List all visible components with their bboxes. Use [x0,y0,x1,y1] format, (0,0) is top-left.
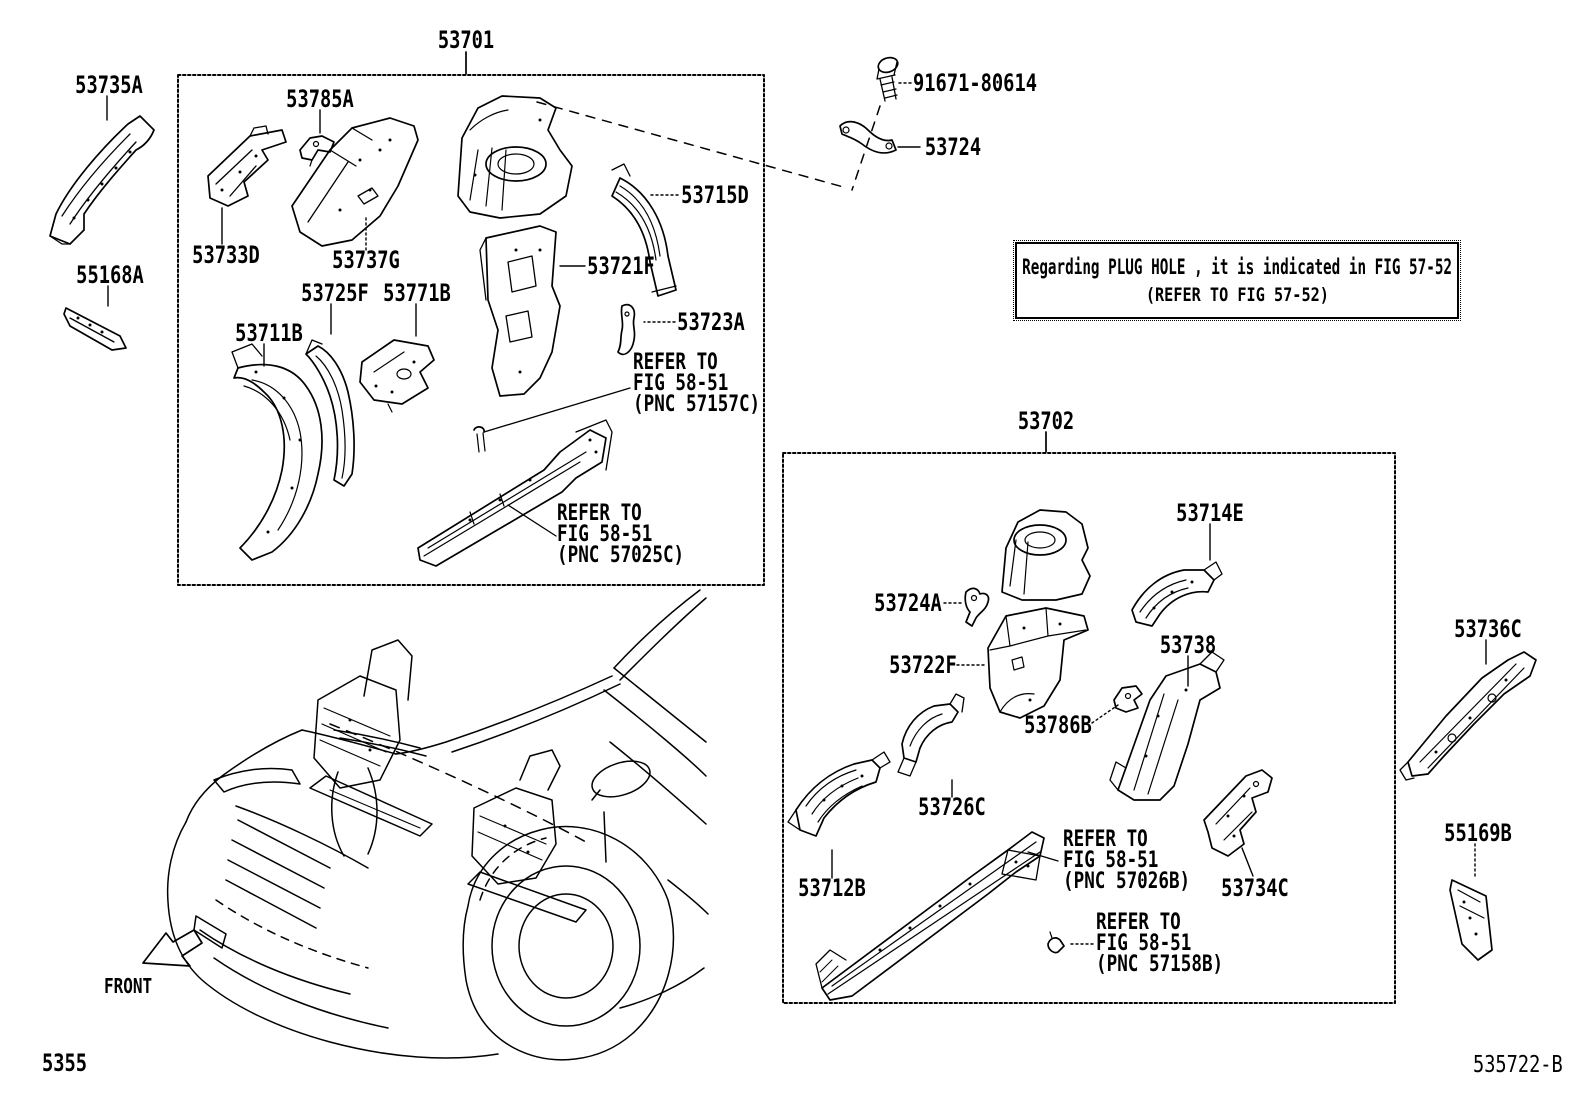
refer-line: (PNC 57026B) [1063,869,1191,894]
refer-note-57025C: REFER TO FIG 58-51 (PNC 57025C) [557,501,685,568]
refer-line: FIG 58-51 [557,522,653,547]
part-53735A-drawing [49,115,155,245]
part-55169B-drawing [1449,879,1493,961]
refer-line: REFER TO [633,350,718,375]
leader-53786B [1091,704,1119,724]
part-side-rail-57026B-drawing [815,831,1045,1001]
part-label-55168A: 55168A [76,261,144,289]
part-53736C-drawing [1399,651,1537,781]
assembly-label-53702: 53702 [1017,407,1075,435]
front-label: FRONT [104,974,153,998]
vehicle-sketch [166,589,709,1061]
dashed-line-bolt-to-53724 [851,105,881,191]
refer-note-57157C: REFER TO FIG 58-51 (PNC 57157C) [633,350,761,417]
refer-line: (PNC 57158B) [1096,952,1224,977]
part-53723A-drawing [617,303,636,356]
part-label-53722F: 53722F [889,651,957,679]
part-53714E-drawing [1131,561,1223,627]
plug-hole-note-line1: Regarding PLUG HOLE , it is indicated in… [1022,255,1452,279]
refer-line: (PNC 57025C) [557,543,685,568]
leader-refer-57026B [1027,851,1059,862]
refer-line: FIG 58-51 [633,371,729,396]
refer-line: REFER TO [1063,827,1148,852]
part-53724-drawing [839,120,897,154]
part-label-53711B: 53711B [235,319,303,347]
assembly-box-53701 [177,74,765,586]
part-label-91671-80614: 91671-80614 [913,69,1037,97]
part-53711B-drawing [231,343,323,561]
part-label-53733D: 53733D [192,241,260,269]
part-label-53738: 53738 [1159,631,1217,659]
sheet-code: 535722-B [1473,1052,1563,1078]
part-label-53737G: 53737G [332,246,400,274]
part-53726C-drawing [897,693,965,777]
part-53721F-drawing [479,225,561,397]
part-pin-57157C-drawing [473,426,486,453]
part-label-53771B: 53771B [383,279,451,307]
part-label-53736C: 53736C [1454,615,1522,643]
part-55168A-drawing [63,307,127,351]
leader-refer-57157C [483,387,631,433]
part-label-53726C: 53726C [918,793,986,821]
refer-line: FIG 58-51 [1096,931,1192,956]
part-wheel-apron-53701-drawing [457,95,573,219]
part-label-53721F: 53721F [587,252,655,280]
part-53734C-drawing [1203,769,1273,857]
part-53738-drawing [1109,651,1225,801]
part-53733D-drawing [207,125,287,207]
part-label-53712B: 53712B [798,874,866,902]
plug-hole-note-line2: (REFER TO FIG 57-52) [1145,284,1329,306]
bolt-91671-80614-drawing [876,56,899,102]
part-label-53723A: 53723A [677,308,745,336]
part-label-53724A: 53724A [874,589,942,617]
part-label-53725F: 53725F [301,279,369,307]
front-direction-arrow [142,929,203,967]
part-label-53734C: 53734C [1221,874,1289,902]
dashed-line-53701-to-53724 [536,101,848,189]
figure-number: 5355 [42,1049,88,1077]
part-label-53714E: 53714E [1176,499,1244,527]
plug-hole-note-box: Regarding PLUG HOLE , it is indicated in… [1013,240,1461,321]
part-53724A-drawing [964,587,990,627]
refer-line: REFER TO [557,501,642,526]
part-label-55169B: 55169B [1444,819,1512,847]
part-53712B-drawing [787,751,891,837]
leader-53734C [1241,847,1254,877]
part-53725F-drawing [305,339,355,487]
refer-line: FIG 58-51 [1063,848,1159,873]
part-label-53724: 53724 [924,133,982,161]
part-53771B-drawing [359,339,435,413]
part-clip-57158B-drawing [1047,931,1065,954]
refer-line: REFER TO [1096,910,1181,935]
part-side-rail-57025C-drawing [417,419,613,567]
part-label-53715D: 53715D [681,181,749,209]
part-label-53785A: 53785A [286,85,354,113]
part-label-53735A: 53735A [75,71,143,99]
part-wheel-apron-53702-drawing [1001,509,1091,601]
assembly-box-53702 [782,452,1396,1004]
part-53715D-drawing [611,163,677,297]
assembly-label-53701: 53701 [437,26,495,54]
leader-refer-57025C [507,504,557,537]
part-53785A-drawing [299,135,335,167]
part-label-53786B: 53786B [1024,711,1092,739]
part-53737G-drawing [291,117,419,247]
refer-note-57158B: REFER TO FIG 58-51 (PNC 57158B) [1096,910,1224,977]
part-53786B-drawing [1113,685,1143,713]
refer-note-57026B: REFER TO FIG 58-51 (PNC 57026B) [1063,827,1191,894]
part-53722F-drawing [987,607,1089,719]
refer-line: (PNC 57157C) [633,392,761,417]
